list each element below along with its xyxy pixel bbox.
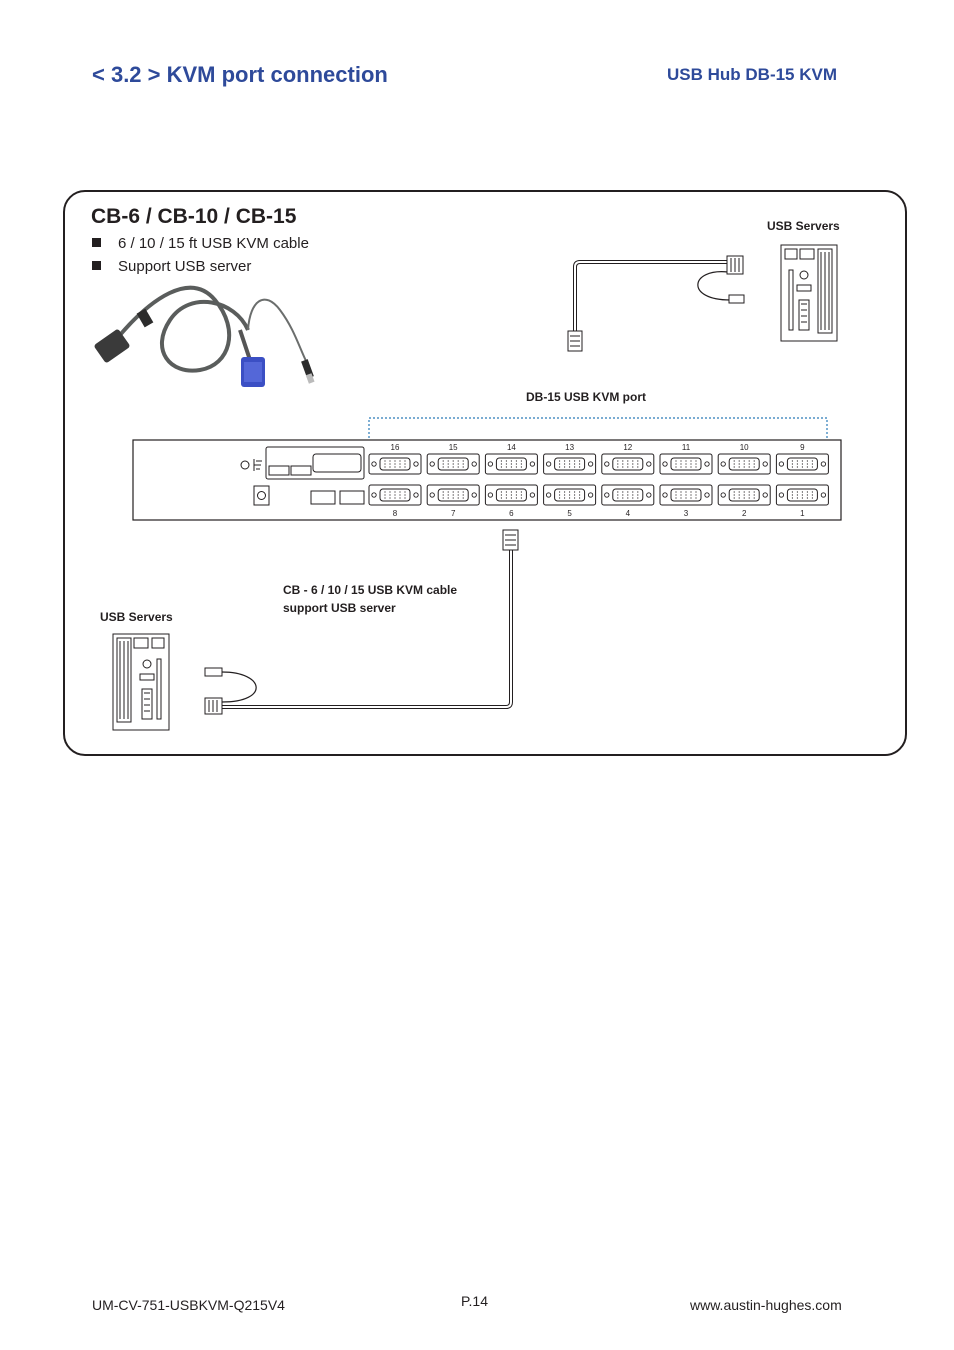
port-number-label: 10 <box>740 443 749 452</box>
port-number-label: 7 <box>451 509 456 518</box>
cable-caption-line1: CB - 6 / 10 / 15 USB KVM cable <box>283 583 458 597</box>
kvm-port-row: 16 15 14 13 12 11 10 9 8 7 6 5 4 3 2 1 <box>368 443 829 518</box>
page-subtitle: USB Hub DB-15 KVM <box>667 65 838 84</box>
db15-port-7[interactable]: 7 <box>426 484 480 518</box>
usb-plug-icon <box>728 294 745 304</box>
db15-port-1[interactable]: 1 <box>775 484 829 518</box>
page-number: P.14 <box>461 1293 488 1309</box>
bullet-text: 6 / 10 / 15 ft USB KVM cable <box>118 235 309 252</box>
website-link[interactable]: www.austin-hughes.com <box>690 1297 842 1313</box>
db15-port-12[interactable]: 12 <box>601 443 655 475</box>
bullet-square-icon <box>92 261 101 270</box>
diagram-frame <box>63 190 907 756</box>
port-number-label: 3 <box>684 509 689 518</box>
port-number-label: 15 <box>449 443 458 452</box>
port-number-label: 5 <box>567 509 572 518</box>
port-number-label: 4 <box>626 509 631 518</box>
power-jack-icon <box>253 485 270 506</box>
db15-port-16[interactable]: 16 <box>368 443 422 475</box>
usb-plug-icon <box>204 667 223 677</box>
cable-caption: CB - 6 / 10 / 15 USB KVM cable support US… <box>283 581 457 617</box>
db15-port-11[interactable]: 11 <box>659 443 713 475</box>
port-number-label: 2 <box>742 509 747 518</box>
db15-port-14[interactable]: 14 <box>484 443 538 475</box>
db15-port-13[interactable]: 13 <box>543 443 597 475</box>
port-number-label: 13 <box>565 443 574 452</box>
usb-servers-label-bottom: USB Servers <box>100 610 173 624</box>
db15-port-10[interactable]: 10 <box>717 443 771 475</box>
port-number-label: 12 <box>623 443 632 452</box>
server-tower-icon <box>780 244 838 342</box>
usb-servers-label-top: USB Servers <box>767 219 840 233</box>
bullet-square-icon <box>92 238 101 247</box>
document-id: UM-CV-751-USBKVM-Q215V4 <box>92 1297 285 1313</box>
cable-caption-line2: support USB server <box>283 601 396 615</box>
bottom-server-cable <box>221 548 513 709</box>
port-number-label: 6 <box>509 509 514 518</box>
bullet-text: Support USB server <box>118 258 252 275</box>
port-number-label: 16 <box>391 443 400 452</box>
db15-port-2[interactable]: 2 <box>717 484 771 518</box>
db15-port-label: DB-15 USB KVM port <box>526 390 647 404</box>
cable-photo <box>94 285 315 387</box>
db15-port-8[interactable]: 8 <box>368 484 422 518</box>
kvm-back-panel <box>132 439 842 521</box>
bullet-item: Support USB server <box>92 258 251 275</box>
port-number-label: 9 <box>800 443 805 452</box>
port-number-label: 8 <box>393 509 398 518</box>
db15-port-4[interactable]: 4 <box>601 484 655 518</box>
db15-port-5[interactable]: 5 <box>543 484 597 518</box>
port-number-label: 1 <box>800 509 805 518</box>
port-number-label: 14 <box>507 443 516 452</box>
db15-port-15[interactable]: 15 <box>426 443 480 475</box>
db15-port-6[interactable]: 6 <box>484 484 538 518</box>
db15-port-9[interactable]: 9 <box>775 443 829 475</box>
port-group-bracket <box>368 417 828 438</box>
port-number-label: 11 <box>682 443 691 452</box>
cable-model-title: CB-6 / CB-10 / CB-15 <box>91 205 297 228</box>
page-title: < 3.2 > KVM port connection <box>92 62 388 87</box>
usb-port-icon <box>310 490 365 505</box>
ground-icon <box>240 459 262 471</box>
server-tower-icon <box>112 633 170 731</box>
top-server-cable <box>573 260 731 333</box>
db15-port-3[interactable]: 3 <box>659 484 713 518</box>
console-port-block <box>265 446 365 480</box>
bullet-item: 6 / 10 / 15 ft USB KVM cable <box>92 235 309 252</box>
